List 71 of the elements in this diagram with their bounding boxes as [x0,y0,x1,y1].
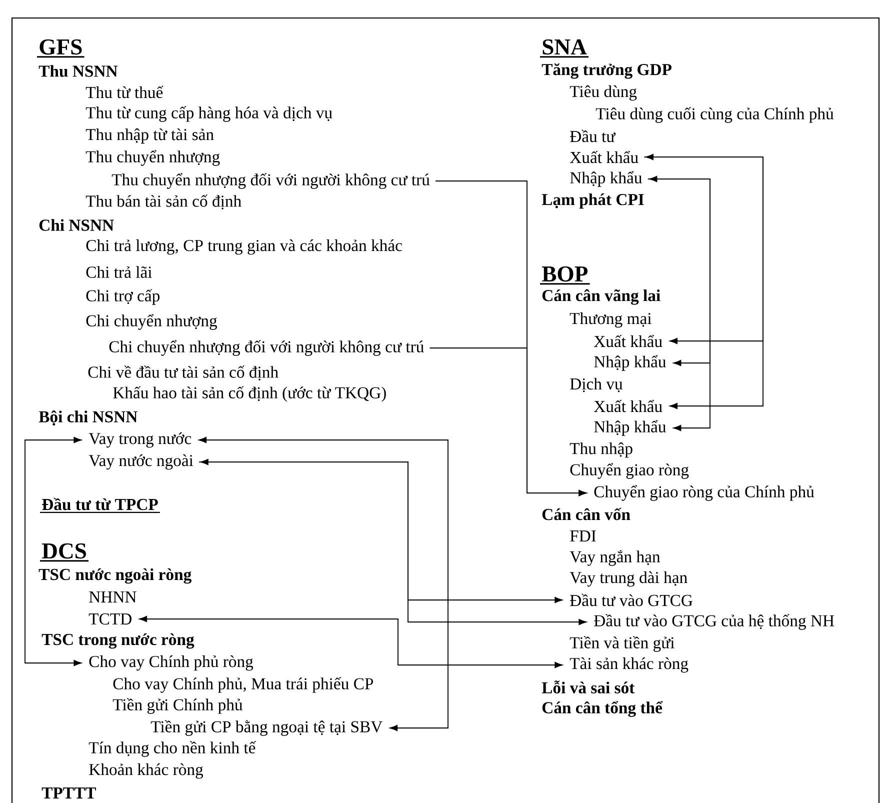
arrow [646,154,764,344]
item-text: Vay trung dài hạn [570,571,688,587]
item-text: Cho vay Chính phủ ròng [89,655,254,671]
subheading: Chi NSNN [39,219,114,231]
item-text: Chi chuyển nhượng [86,314,218,330]
subheading: Cán cân vãng lai [542,289,660,305]
subheading: Lỗi và sai sót [542,680,635,694]
item-text: Khoản khác ròng [89,763,204,779]
item-text: Thu từ cung cấp hàng hóa và dịch vụ [86,106,332,122]
item-text: Tín dụng cho nền kinh tế [88,741,256,757]
arrow [647,178,710,431]
item-text: TCTD [88,613,132,625]
item-text: Chuyển giao ròng của Chính phủ [594,485,814,501]
item-text: Đầu tư vào GTCG [570,594,692,606]
item-text: Chi trả lương, CP trung gian và các khoản khác [86,239,402,255]
section-heading: SNA [540,39,589,58]
item-text: Chi về đầu tư tài sản cố định [88,366,278,380]
item-text: Thu nhập [570,442,632,458]
subheading: Thu NSNN [38,65,118,77]
item-text: Thu từ thuế [86,86,164,98]
arrow [24,437,82,666]
item-text: Vay trong nước [88,432,192,448]
item-text: Xuất khẩu [594,400,662,412]
item-text: FDI [570,530,596,542]
subheading: Tăng trưởng GDP [542,63,672,79]
item-text: Cho vay Chính phủ, Mua trái phiếu CP [113,677,374,693]
item-text: Vay nước ngoài [88,454,194,470]
item-text: Tiêu dùng [570,85,637,101]
item-text: Chi trợ cấp [86,289,160,305]
item-text: Chi chuyển nhượng đối với người không cư trú [109,340,424,356]
item-text: Tiền gửi Chính phủ [112,698,243,714]
item-text: Xuất khẩu [570,150,638,164]
subheading: TSC nước ngoài ròng [38,568,192,584]
item-text: Khấu hao tài sản cố định (ước từ TKQG) [113,386,386,402]
item-text: Thu chuyển nhượng đối với người không cư trú [112,173,430,189]
arrow [429,348,586,496]
subheading: TSC trong nước ròng [42,633,194,649]
item-text: Nhập khẩu [594,355,666,371]
item-text: Tài sản khác ròng [570,657,688,673]
subheading: Lạm phát CPI [542,193,644,209]
item-text: Thu nhập từ tài sản [86,128,214,144]
item-text: Vay ngắn hạn [570,550,660,566]
section-heading: DCS [40,543,89,562]
section-heading: BOP [540,266,590,285]
item-text: Đầu tư [570,130,616,142]
item-text: Tiêu dùng cuối cùng của Chính phủ [596,107,834,123]
subheading: Cán cân vốn [542,508,630,520]
subheading: Đầu tư từ TPCP [40,498,160,513]
arrow [139,616,562,668]
item-text: Dịch vụ [570,378,623,392]
item-text: Nhập khẩu [570,171,642,187]
arrow [649,176,710,366]
arrow [644,156,764,409]
subheading: Bội chi NSNN [38,410,138,426]
item-text: Tiền gửi CP bằng ngoại tệ tại SBV [150,720,382,736]
subheading: TPTTT [42,788,96,798]
item-text: Chi trả lãi [86,266,152,278]
item-text: Đầu tư vào GTCG của hệ thống NH [594,614,834,630]
item-text: Tiền và tiền gửi [570,636,674,652]
section-heading: GFS [37,39,84,58]
item-text: Thương mại [570,312,652,328]
item-text: Chuyển giao ròng [570,463,689,479]
item-text: NHNN [89,592,136,602]
item-text: Thu chuyển nhượng [86,150,220,166]
item-text: Nhập khẩu [594,420,666,436]
arrow [198,462,586,625]
item-text: Thu bán tài sản cố định [86,194,242,210]
subheading: Cán cân tổng thể [542,701,663,717]
arrow [198,437,448,731]
item-text: Xuất khẩu [594,334,662,348]
arrow [200,459,562,603]
